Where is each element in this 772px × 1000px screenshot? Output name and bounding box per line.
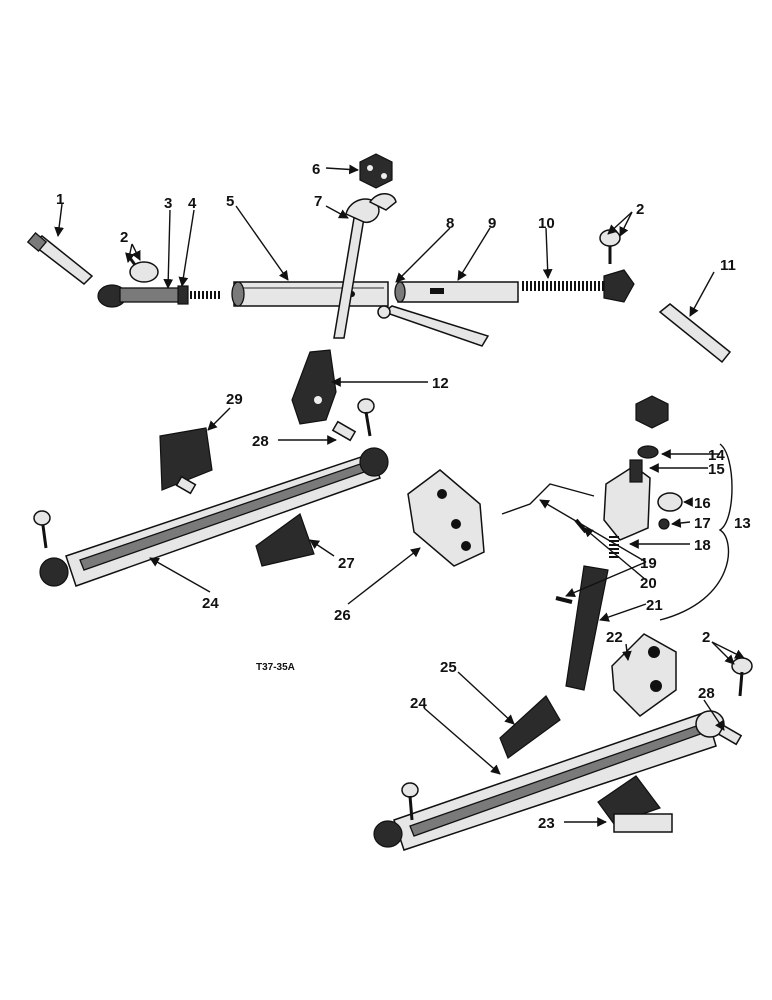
pin-8 [377,305,490,347]
callout-16: 16 [694,495,711,512]
tube-9 [394,281,519,303]
cross-13-top [635,395,669,429]
callout-1: 1 [56,191,64,208]
figure-code: T37-35A [256,662,295,673]
callout-3: 3 [164,195,172,212]
callout-2-lower-right: 2 [702,629,710,646]
callout-24-right: 24 [410,695,427,712]
callout-20: 20 [640,575,657,592]
nut-14 [637,445,659,459]
callout-18: 18 [694,537,711,554]
pin-11 [658,303,732,364]
leader-lines [54,164,745,827]
callout-28-right: 28 [698,685,715,702]
tube-21 [565,565,609,691]
lower-link-24-left [33,447,389,587]
callout-17: 17 [694,515,711,532]
callout-7: 7 [314,193,322,210]
screw-10 [522,269,635,303]
callout-25: 25 [440,659,457,676]
ball-end-3 [97,284,183,308]
wedge-27 [255,513,315,567]
callout-9: 9 [488,215,496,232]
callout-28-left: 28 [252,433,269,450]
nut-17 [658,518,670,530]
callout-12: 12 [432,375,449,392]
callout-8: 8 [446,215,454,232]
lynch-pin-2-left [128,257,159,283]
crank-18 [501,483,619,560]
lynch-pin-2-lower-right [731,657,753,697]
callout-4: 4 [188,195,197,212]
stabilizer-29 [159,427,213,495]
callout-2: 2 [120,229,128,246]
cap-16 [657,492,683,512]
callout-21: 21 [646,597,663,614]
callout-10: 10 [538,215,555,232]
jam-nut-4 [177,285,222,305]
cross-6 [359,153,393,189]
callout-29: 29 [226,391,243,408]
pin-1 [26,231,94,285]
callout-2-upper-right: 2 [636,201,644,218]
callout-5: 5 [226,193,234,210]
callout-14: 14 [708,447,725,464]
lower-link-24-right [373,710,725,851]
callout-27: 27 [338,555,355,572]
callout-23: 23 [538,815,555,832]
housing-15 [603,459,651,541]
callout-24-left: 24 [202,595,219,612]
callout-13: 13 [734,515,751,532]
lynch-pin-2-right [599,229,621,264]
stabilizer-23 [597,775,673,833]
callout-26: 26 [334,607,351,624]
clevis-12 [291,349,337,425]
callout-22: 22 [606,629,623,646]
bracket-22 [611,633,677,717]
callout-6: 6 [312,161,320,178]
bracket-26 [407,469,485,567]
callout-11: 11 [720,257,736,274]
pin-28-left [331,398,375,442]
callout-19: 19 [640,555,657,572]
wrench-7 [333,193,397,339]
wedge-25 [499,695,561,759]
tube-5 [231,281,389,307]
callout-labels: 1 2 3 4 5 6 7 8 9 10 11 2 12 29 28 14 15… [56,161,751,832]
callout-15: 15 [708,461,725,478]
